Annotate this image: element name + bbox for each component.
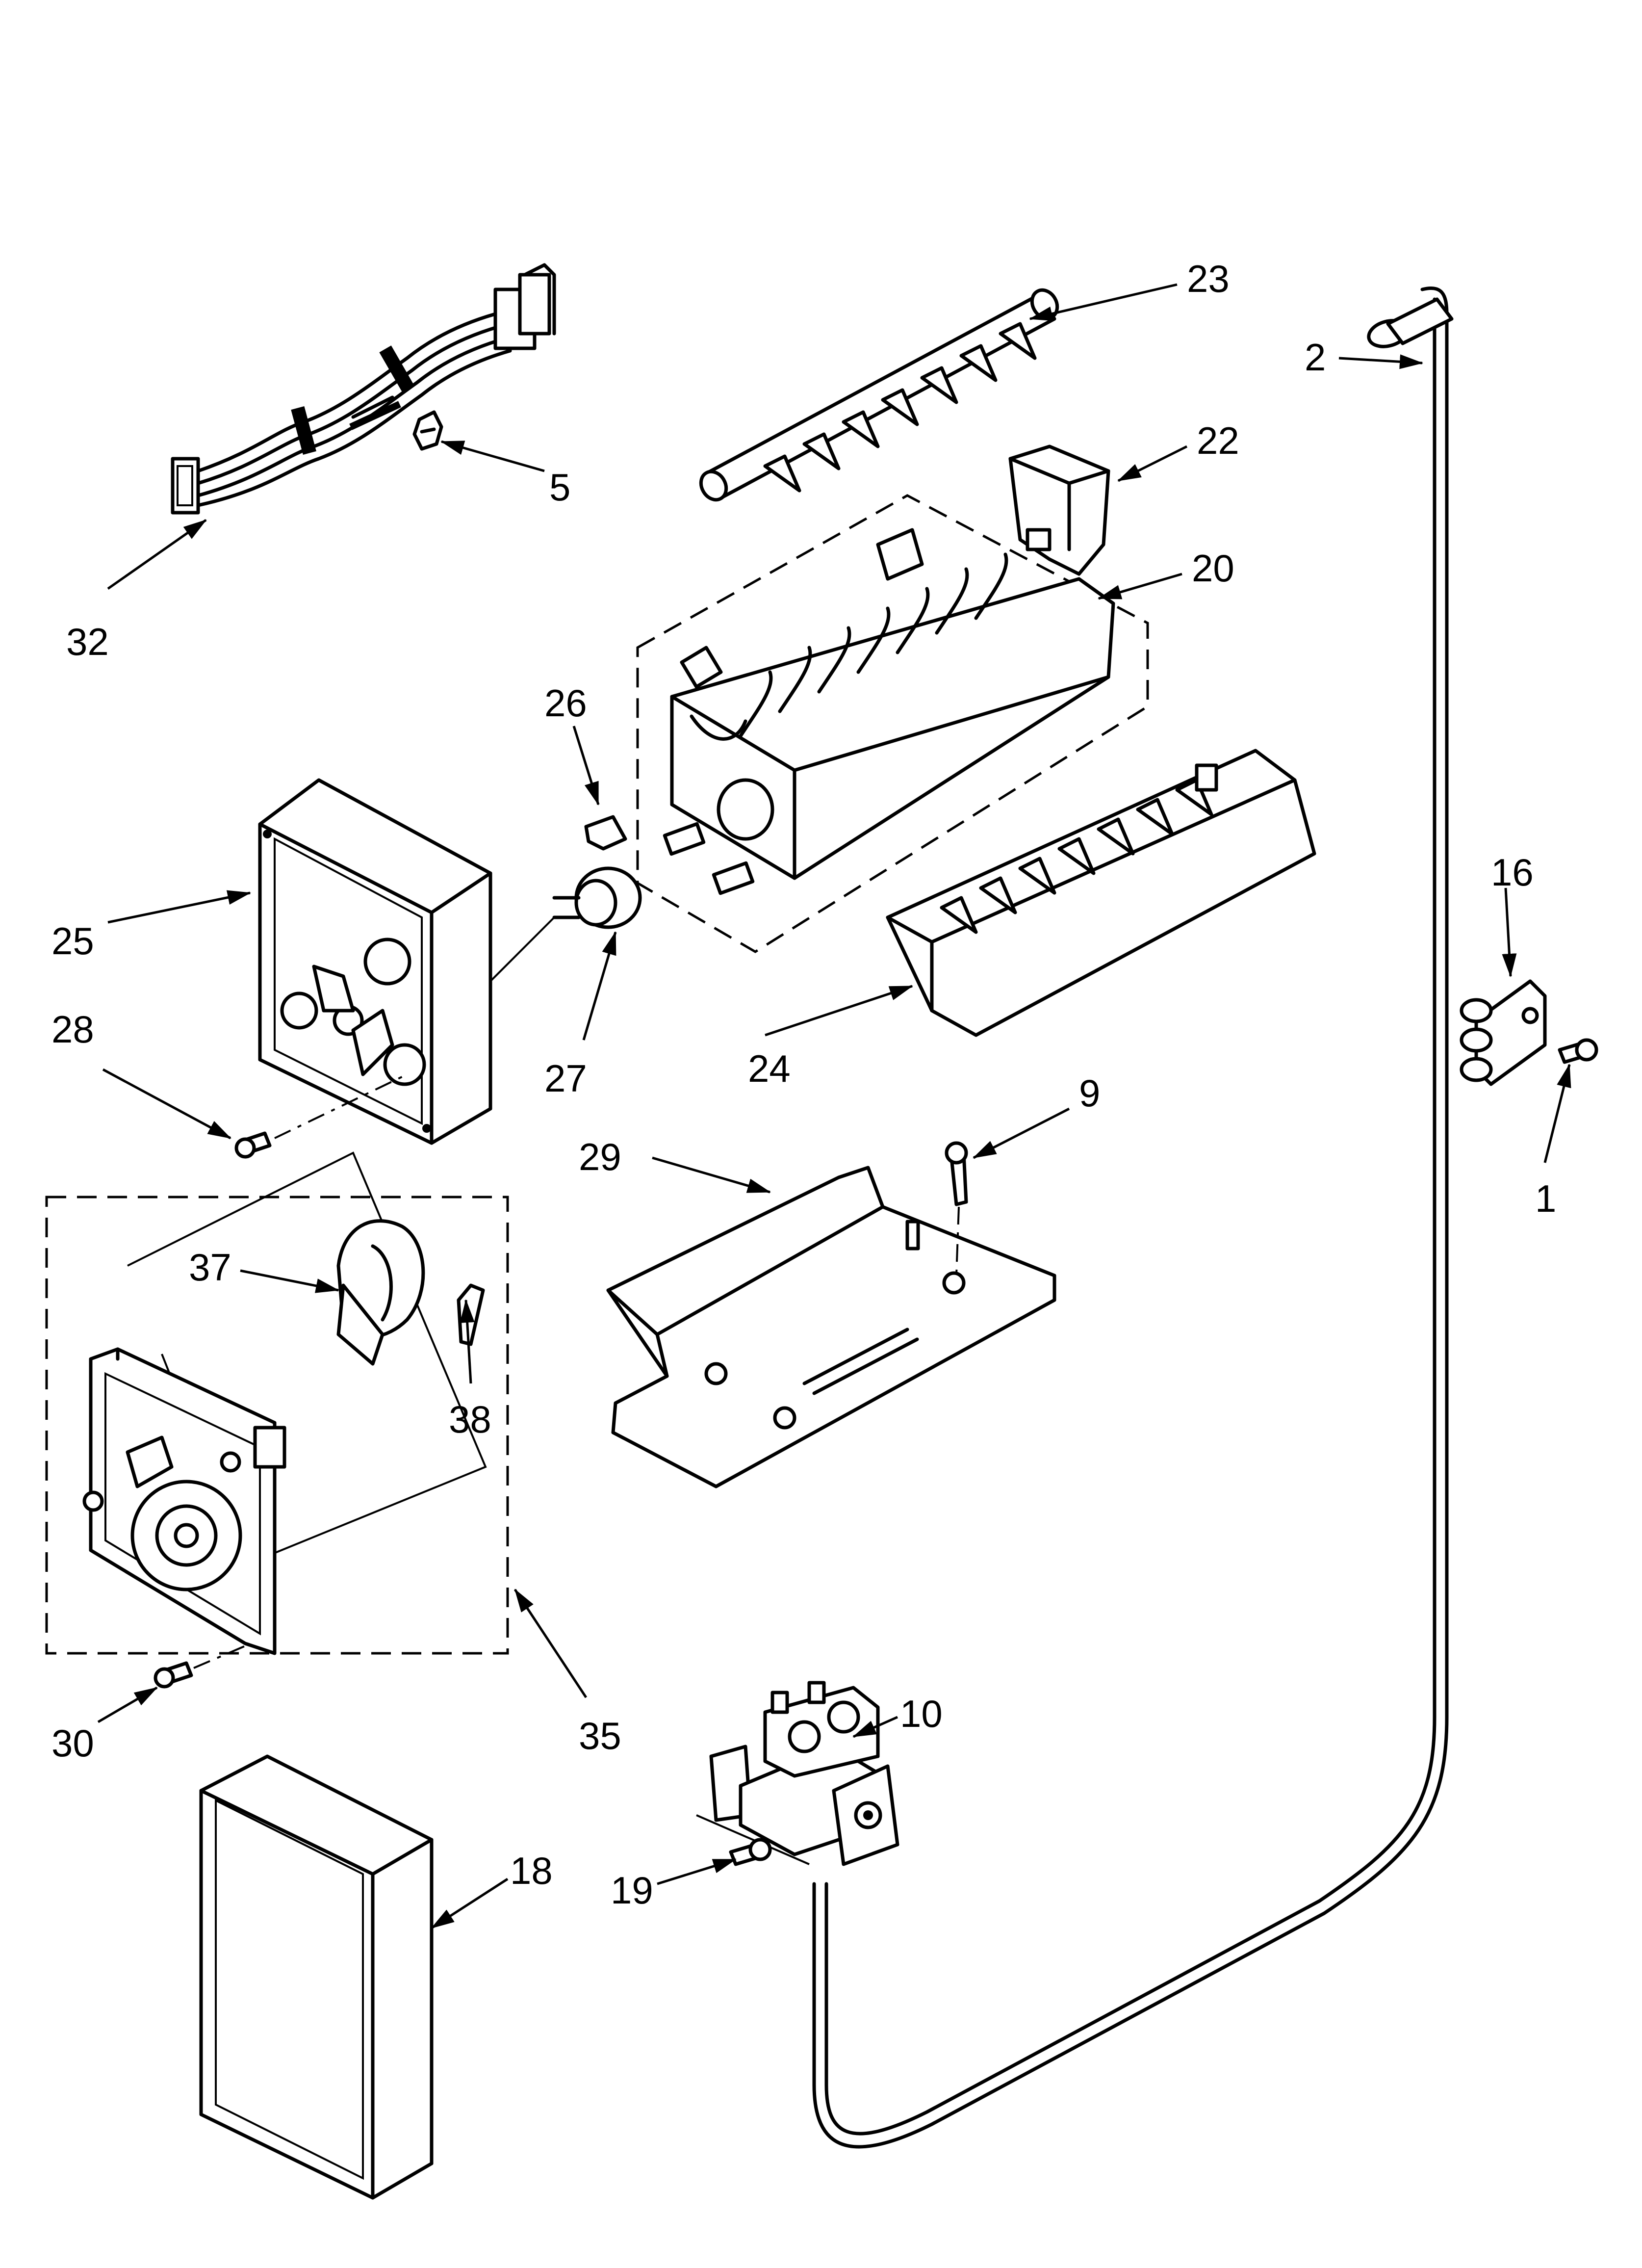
- ice-mold-part: [663, 528, 1115, 895]
- callout-19: 19: [611, 1869, 653, 1912]
- valve-guide-line: [696, 1814, 810, 1865]
- callout-16: 16: [1491, 851, 1534, 894]
- callout-22: 22: [1197, 419, 1239, 462]
- callout-26: 26: [544, 681, 587, 725]
- tube-clamp-part: [1460, 979, 1547, 1086]
- screw-30-axis-line: [193, 1645, 246, 1669]
- screw-38-part: [457, 1283, 485, 1346]
- screw-19-part: [729, 1838, 772, 1866]
- callout-23: 23: [1187, 257, 1230, 300]
- thermostat-clip-part: [584, 815, 627, 851]
- insulation-block-part: [199, 1754, 434, 2200]
- stripper-part: [886, 749, 1316, 1037]
- wire-harness-part: [171, 263, 556, 515]
- callout-24: 24: [748, 1047, 791, 1090]
- callout-5: 5: [549, 466, 570, 509]
- fill-cup-part: [1008, 444, 1110, 576]
- control-housing-part: [258, 778, 492, 1145]
- tray-cover-part: [606, 1166, 1056, 1488]
- water-valve-part: [709, 1681, 899, 1866]
- motor-part: [336, 1219, 425, 1366]
- callout-38: 38: [449, 1398, 491, 1441]
- callout-9: 9: [1079, 1071, 1100, 1115]
- callout-20: 20: [1192, 547, 1234, 590]
- thermostat-connector-line: [489, 916, 555, 982]
- callout-35: 35: [579, 1714, 621, 1757]
- callout-10: 10: [900, 1692, 943, 1735]
- motor-module-dashed-outline: [45, 1196, 509, 1655]
- callout-labels: 23 2 22 20 5 32 26 25 27 28 24 9 29 16 1…: [51, 257, 1556, 1912]
- callout-29: 29: [579, 1135, 621, 1178]
- callout-37: 37: [189, 1246, 231, 1289]
- leader-lines: [97, 283, 1571, 1929]
- screw-9-part: [945, 1141, 968, 1206]
- screw-30-part: [154, 1661, 193, 1689]
- callout-18: 18: [510, 1849, 553, 1892]
- ejector-shaft-part: [699, 288, 1059, 502]
- clip-part: [412, 410, 443, 451]
- screw-28-part: [234, 1131, 272, 1159]
- callout-30: 30: [51, 1721, 94, 1765]
- fill-tube-part: [812, 286, 1454, 2149]
- screw-28-axis-line: [274, 1073, 408, 1139]
- callout-28: 28: [51, 1008, 94, 1051]
- callout-27: 27: [544, 1057, 587, 1100]
- thermostat-part: [552, 866, 642, 929]
- callout-32: 32: [66, 620, 109, 663]
- callout-25: 25: [51, 919, 94, 963]
- callout-2: 2: [1305, 336, 1326, 379]
- callout-1: 1: [1535, 1177, 1556, 1220]
- screw-9-axis-line: [955, 1206, 960, 1276]
- gear-plate-part: [82, 1347, 286, 1655]
- screw-1-part: [1558, 1038, 1598, 1064]
